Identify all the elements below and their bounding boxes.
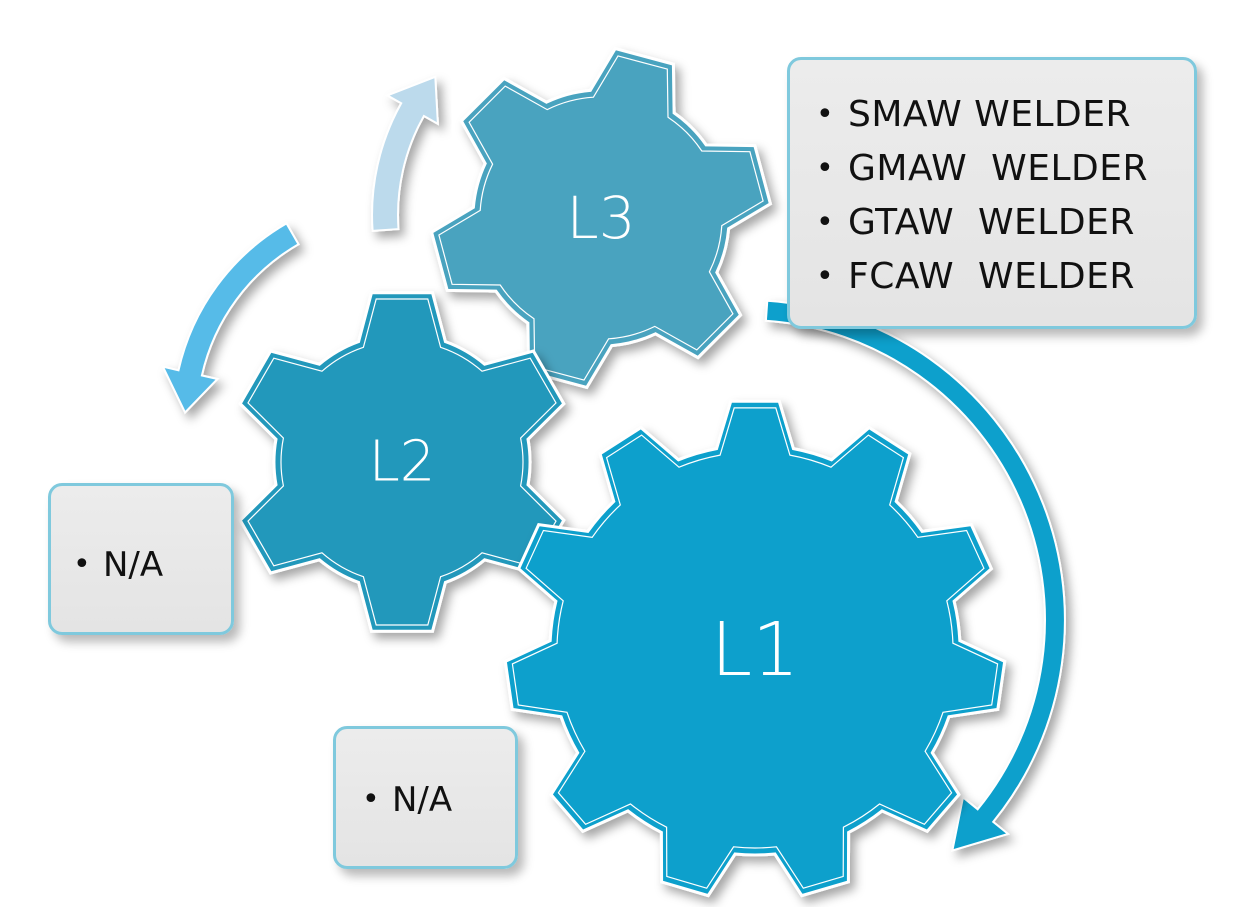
gear-l3: L3 <box>429 46 773 390</box>
gear-l1: L1 <box>503 399 1007 898</box>
l2-skills-list: N/A <box>73 538 231 592</box>
arrow-l2 <box>161 222 300 415</box>
list-item: GTAW WELDER <box>816 196 1194 250</box>
gear-l2-label: L2 <box>369 430 436 495</box>
list-item: SMAW WELDER <box>816 88 1194 142</box>
l2-skills-box: N/A <box>48 483 234 635</box>
l1-skills-list: N/A <box>362 773 515 827</box>
list-item: N/A <box>73 538 231 592</box>
gear-l2: L2 <box>238 291 566 633</box>
gear-l1-label: L1 <box>711 607 799 693</box>
gear-l3-label: L3 <box>566 184 635 252</box>
l3-skills-box: SMAW WELDER GMAW WELDER GTAW WELDER FCAW… <box>787 57 1197 329</box>
gear-l2-shape <box>238 291 566 633</box>
arrow-l1 <box>764 299 1066 852</box>
gear-l1-inner-outline <box>511 407 999 889</box>
gear-l3-inner-outline <box>438 55 764 381</box>
arrow-l3 <box>371 75 439 232</box>
gear-l2-inner-outline <box>247 298 557 626</box>
list-item: FCAW WELDER <box>816 250 1194 304</box>
l3-skills-list: SMAW WELDER GMAW WELDER GTAW WELDER FCAW… <box>816 88 1194 304</box>
list-item: GMAW WELDER <box>816 142 1194 196</box>
gear-l1-shape <box>503 399 1007 898</box>
gear-l3-shape <box>429 46 773 390</box>
list-item: N/A <box>362 773 515 827</box>
l1-skills-box: N/A <box>333 726 518 869</box>
